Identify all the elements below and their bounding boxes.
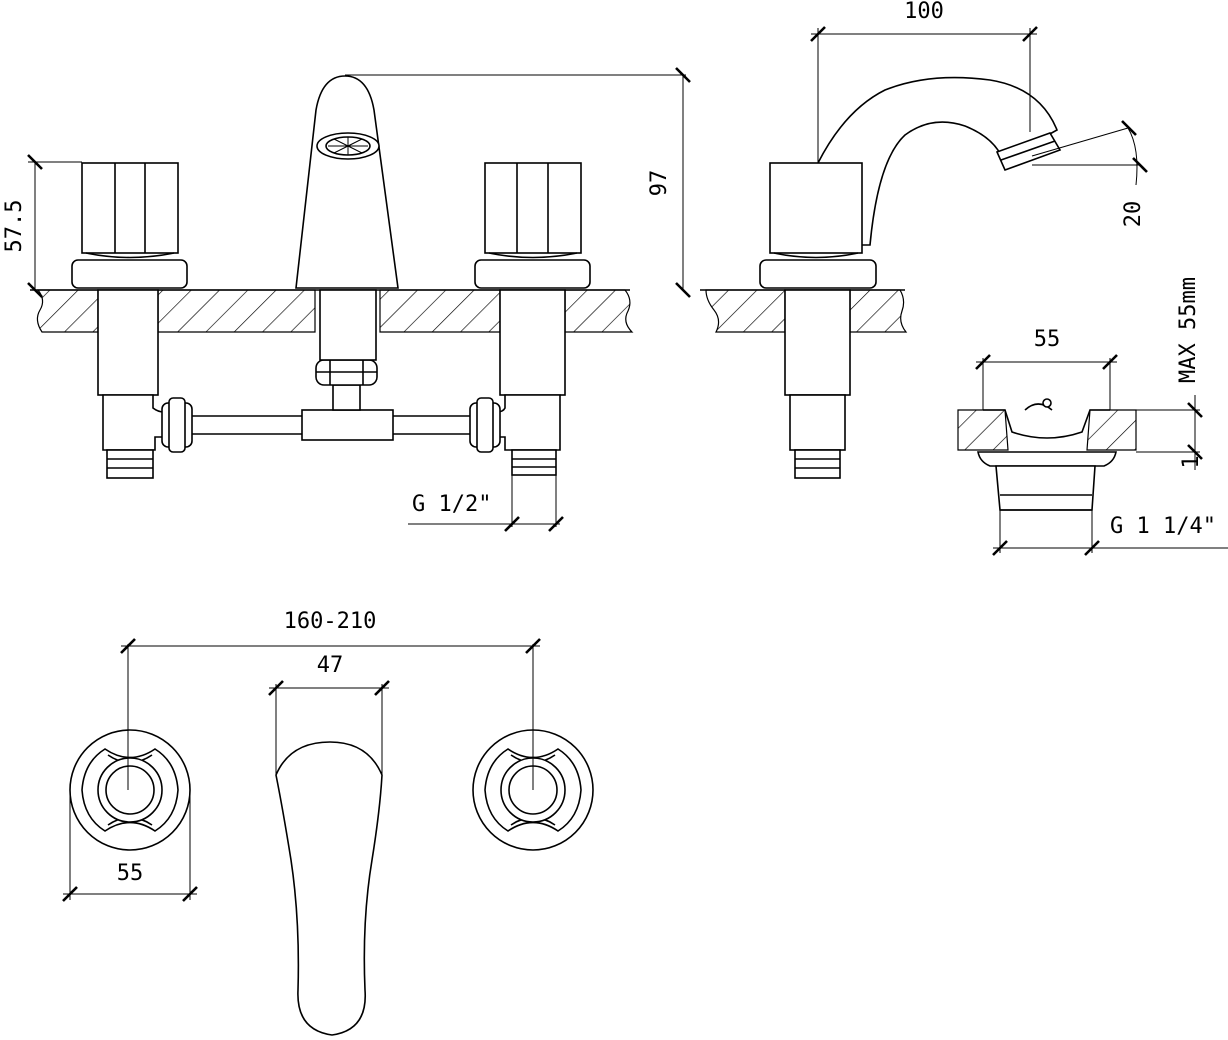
right-valve-body: [496, 289, 566, 476]
dim-g-1-1-4-label: G 1 1/4": [1110, 514, 1216, 539]
dim-20-label: 20: [1121, 201, 1146, 228]
dimension-waste-max: MAX 55mm 1: [1136, 277, 1204, 470]
left-handle-knob: [71, 162, 188, 289]
dim-min-1-label: 1: [1179, 455, 1204, 468]
side-handle-knob: [759, 162, 877, 289]
spout-side: [817, 76, 1062, 246]
dimension-inlet-thread: G 1/2": [408, 475, 564, 532]
dim-57-5-label: 57.5: [2, 200, 27, 253]
dim-160-210-label: 160-210: [284, 609, 377, 634]
dim-97-label: 97: [647, 170, 672, 197]
countertop-section-side: [700, 289, 908, 333]
dim-max-55mm-label: MAX 55mm: [1176, 277, 1201, 383]
spout-top: [275, 741, 383, 1036]
dimension-spout-reach: 100: [810, 0, 1038, 163]
dimension-knob-diameter: 55: [62, 790, 198, 902]
dim-47-label: 47: [317, 653, 344, 678]
top-view: [69, 729, 594, 1036]
dimension-waste-width: 55: [975, 327, 1118, 410]
dim-knob-55-label: 55: [117, 861, 144, 886]
spout-front: [295, 75, 399, 289]
dimension-center-distance: 160-210: [120, 609, 541, 790]
dimension-waste-thread: G 1 1/4": [992, 510, 1228, 556]
front-view: [30, 75, 634, 479]
dimension-spout-height: 97: [345, 67, 691, 298]
dim-waste-55-label: 55: [1034, 327, 1061, 352]
dimension-knob-height: 57.5: [2, 154, 82, 298]
right-handle-knob: [474, 162, 591, 289]
waste-drain-detail: [957, 398, 1137, 511]
dim-g-1-2-label: G 1/2": [412, 492, 491, 517]
dimension-spout-angle: 20: [1031, 120, 1148, 228]
left-knob-top: [69, 729, 191, 851]
dimension-spout-base-width: 47: [268, 653, 390, 775]
connecting-pipe: [161, 289, 501, 453]
left-valve-body: [97, 289, 165, 479]
dim-100-label: 100: [904, 0, 944, 24]
side-valve-body: [784, 289, 851, 479]
side-view: [700, 76, 1062, 479]
